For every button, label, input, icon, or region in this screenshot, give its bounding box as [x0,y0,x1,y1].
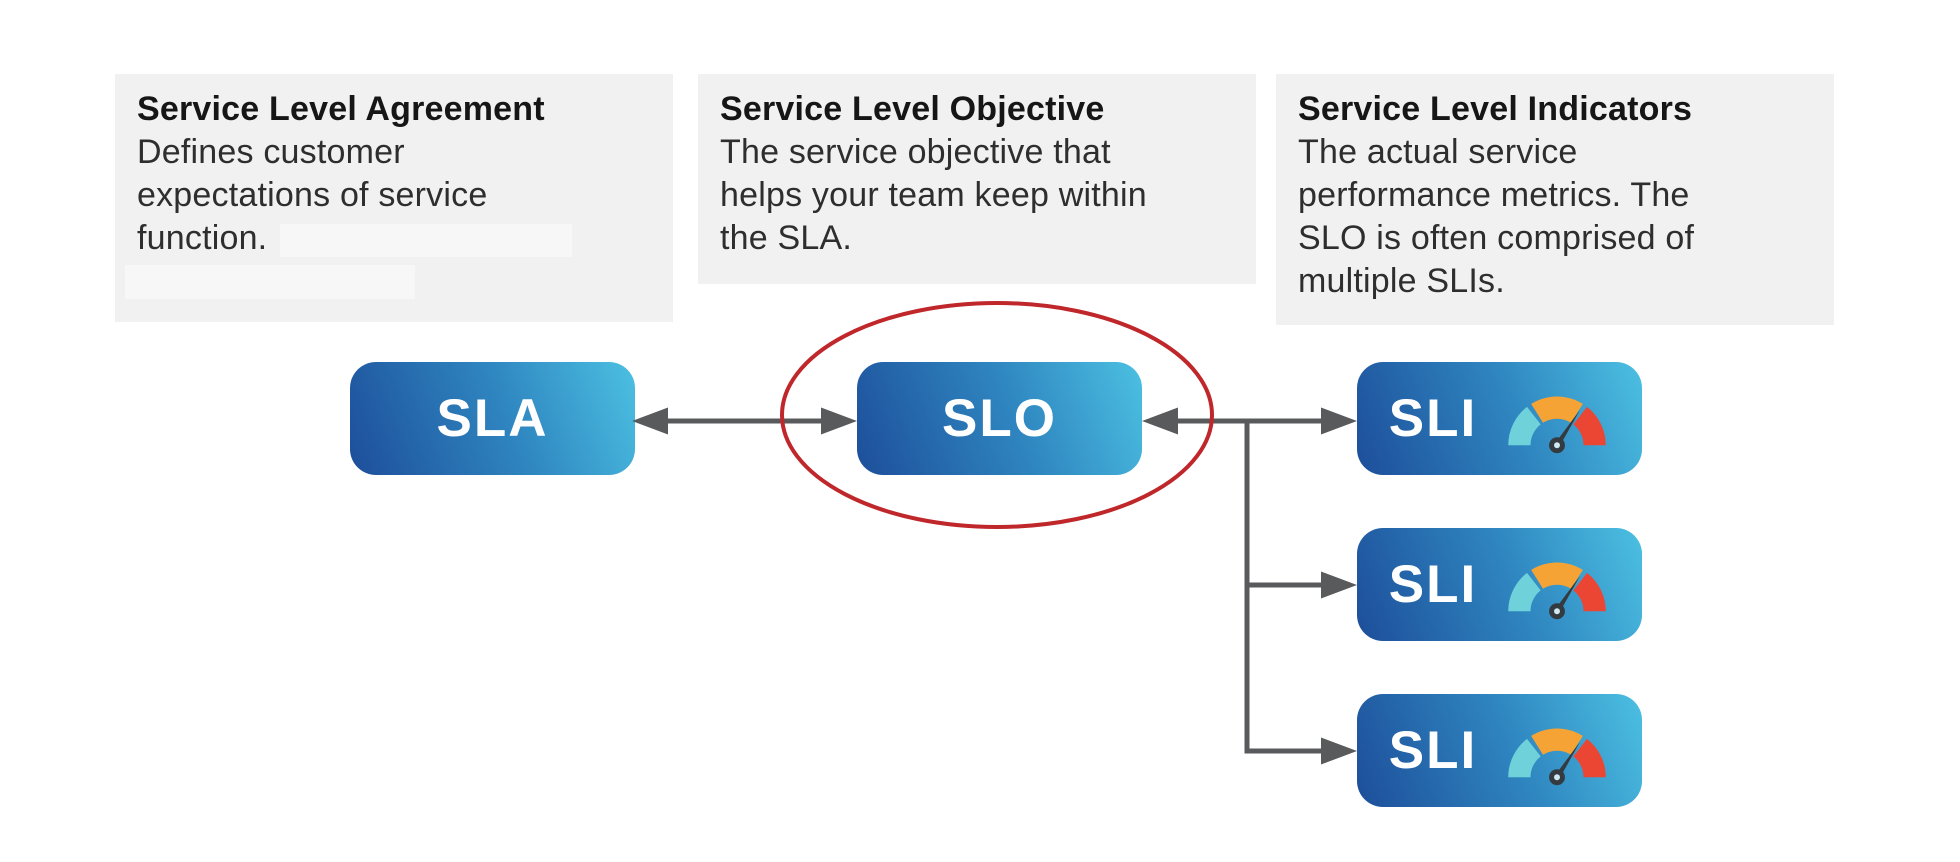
arrowhead-right-icon [1321,407,1357,435]
arrowhead-left-icon [632,407,668,435]
arrowhead-right-icon [821,407,857,435]
node-slo: SLO [857,362,1142,475]
info-card-sla: Service Level Agreement Defines customer… [115,74,673,322]
card-title-slo: Service Level Objective [720,90,1105,128]
node-slo-label: SLO [942,389,1057,448]
arrowhead-right-icon [1321,571,1357,599]
node-sla: SLA [350,362,635,475]
info-card-sli: Service Level Indicators The actual serv… [1276,74,1834,325]
gauge-icon [1508,395,1606,453]
arrowhead-right-icon [1321,737,1357,765]
info-card-slo: Service Level Objective The service obje… [698,74,1256,284]
node-sli-2-label: SLI [1388,555,1478,614]
redacted-text-line [280,224,572,257]
node-sla-label: SLA [436,389,549,448]
node-sli-3-label: SLI [1388,721,1478,780]
arrowhead-left-icon [1142,407,1178,435]
card-body-sla: Defines customer expectations of service… [137,133,488,257]
node-sli-1: SLI [1357,362,1642,475]
card-title-sla: Service Level Agreement [137,90,545,128]
redacted-text-line [125,265,415,299]
node-sli-2: SLI [1357,528,1642,641]
card-body-sli: The actual service performance metrics. … [1298,133,1695,300]
node-sli-3: SLI [1357,694,1642,807]
card-body-slo: The service objective that helps your te… [720,133,1147,257]
node-sli-1-label: SLI [1388,389,1478,448]
gauge-icon [1508,561,1606,619]
gauge-icon [1508,727,1606,785]
card-title-sli: Service Level Indicators [1298,90,1693,128]
